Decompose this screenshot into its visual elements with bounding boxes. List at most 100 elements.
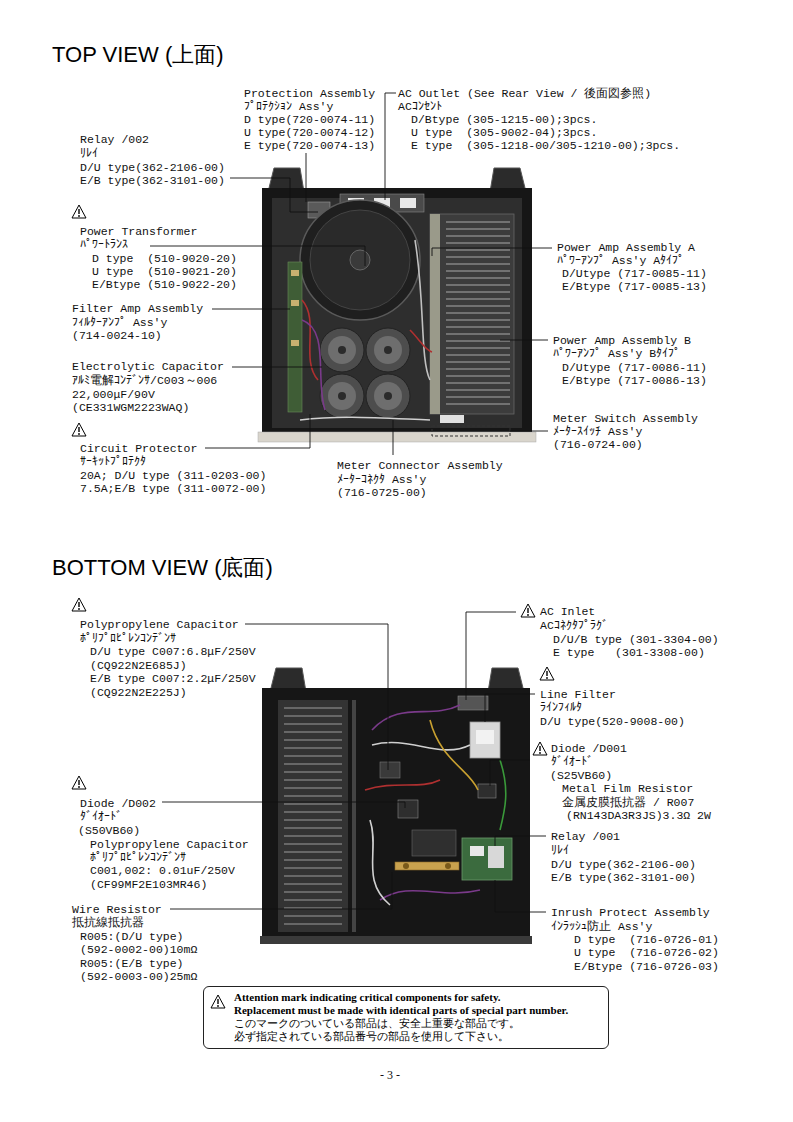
- callout-label: ﾌﾟﾛﾃｸｼｮﾝ Ass'y: [244, 100, 333, 113]
- bottom-view-photo: [412, 830, 456, 856]
- warning-triangle: [72, 776, 86, 789]
- notice-text: このマークのついている部品は、安全上重要な部品です。: [234, 1017, 600, 1030]
- warning-triangle: [533, 742, 547, 755]
- callout-label: Metal Film Resistor: [562, 782, 693, 795]
- bottom-view-photo: [380, 762, 400, 778]
- top-view-photo: [384, 346, 392, 354]
- warning-triangle: [527, 614, 529, 616]
- top-view-photo: [430, 214, 440, 414]
- top-view-photo: [384, 392, 392, 400]
- bottom-view-photo: [284, 859, 342, 860]
- callout-label: Inrush Protect Assembly: [551, 906, 710, 919]
- warning-triangle: [539, 752, 541, 754]
- callout-label: AC Outlet (See Rear View / 後面図参照): [398, 87, 651, 100]
- top-view-photo: [446, 221, 510, 222]
- top-view-photo: [272, 198, 522, 428]
- callout-label: U type (305-9002-04);3pcs.: [411, 126, 597, 139]
- bottom-view-photo: [260, 668, 532, 944]
- warning-triangle: [72, 776, 86, 789]
- top-view-photo: [446, 389, 510, 390]
- top-view-photo: [320, 374, 364, 418]
- warning-triangle: [72, 598, 86, 611]
- bottom-view-photo: [278, 700, 348, 932]
- callout-label: ﾊﾟﾜｰｱﾝﾌﾟ Ass'y Bﾀｲﾌﾟ: [553, 347, 680, 360]
- bottom-view-photo: [284, 915, 342, 916]
- callout-label: Meter Switch Assembly: [553, 412, 698, 425]
- callout-label: D/U type(520-9008-00): [540, 715, 685, 728]
- top-view-photo: [446, 270, 510, 271]
- callout-label: ﾌｨﾙﾀｰｱﾝﾌﾟ Ass'y: [72, 316, 167, 329]
- leader-line: [245, 624, 388, 770]
- top-view-photo: [288, 262, 302, 412]
- callout-label: D/Btype (305-1215-00);3pcs.: [411, 113, 597, 126]
- leader-line: [490, 760, 530, 786]
- warning-triangle: [72, 423, 86, 436]
- warning-triangle: [521, 604, 535, 617]
- leader-line: [306, 153, 307, 202]
- callout-label: ﾘﾚｲ: [80, 147, 98, 160]
- bottom-view-photo: [365, 780, 440, 790]
- top-view-photo: [258, 432, 536, 442]
- bottom-view-photo: [398, 800, 418, 818]
- callout-label: Relay /001: [551, 830, 620, 843]
- callout-label: (592-0002-00)10mΩ: [80, 943, 197, 956]
- callout-label: ﾒｰﾀｰｺﾈｸﾀ Ass'y: [337, 473, 426, 486]
- callout-label: E/Btype (716-0726-03): [574, 960, 719, 973]
- top-view-photo: [446, 298, 510, 299]
- page-number: - 3 -: [380, 1068, 400, 1082]
- top-view-photo: [446, 305, 510, 306]
- callout-label: (716-0725-00): [337, 486, 427, 499]
- warning-triangle: [540, 667, 554, 680]
- top-view-photo: [350, 250, 370, 270]
- bottom-view-photo: [284, 731, 342, 732]
- callout-label: D/Utype (717-0086-11): [562, 361, 707, 374]
- callout-label: (714-0024-10): [72, 329, 162, 342]
- bottom-view-photo: [284, 811, 342, 812]
- warning-triangle: [72, 423, 86, 436]
- top-view-photo: [302, 300, 318, 380]
- top-view-photo: [446, 326, 510, 327]
- leader-line: [162, 802, 405, 808]
- callout-label: ｲﾝﾗｯｼｭ防止 Ass'y: [551, 920, 652, 933]
- top-view-photo: [446, 249, 510, 250]
- top-view-photo: [310, 210, 410, 310]
- callout-label: D type(720-0074-11): [244, 113, 375, 126]
- bottom-view-photo: [284, 747, 342, 748]
- warning-triangle: [217, 1005, 219, 1007]
- bottom-view-photo: [500, 760, 506, 830]
- callout-label: ﾀﾞｲｵｰﾄﾞ: [551, 755, 593, 768]
- top-view-photo: [446, 222, 510, 404]
- bottom-view-photo: [470, 846, 484, 856]
- notice-text: Attention mark indicating critical compo…: [234, 991, 600, 1004]
- warning-triangle: [211, 995, 225, 1008]
- callout-label: D/Utype (717-0085-11): [562, 267, 707, 280]
- callout-label: E/Btype (717-0085-13): [562, 280, 707, 293]
- top-view-photo: [446, 382, 510, 383]
- warning-triangle: [72, 205, 554, 1008]
- top-view-photo: [446, 403, 510, 404]
- top-view-photo: [446, 347, 510, 348]
- callout-label: ACｺﾈｸﾀﾌﾟﾗｸﾞ: [540, 619, 608, 632]
- bottom-view-photo: [395, 862, 459, 870]
- top-view-photo: [446, 340, 510, 341]
- top-view-photo: [446, 256, 510, 257]
- top-view-photo: [374, 382, 402, 410]
- bottom-view-photo: [284, 739, 342, 740]
- callout-label: E/B type C007:2.2μF/250V: [90, 672, 256, 685]
- warning-triangle: [72, 205, 86, 218]
- callout-label: (S50VB60): [78, 824, 140, 837]
- bottom-view-photo: [476, 730, 494, 744]
- top-view-photo: [338, 346, 346, 354]
- bottom-view-photo: [284, 779, 342, 780]
- callout-label: U type(720-0074-12): [244, 126, 375, 139]
- warning-triangle: [72, 205, 86, 218]
- callout-label: Power Transformer: [80, 225, 197, 238]
- callout-label: (S25VB60): [550, 769, 612, 782]
- leader-line: [500, 340, 548, 341]
- leader-line: [385, 93, 396, 200]
- callout-label: ﾎﾟﾘﾌﾟﾛﾋﾟﾚﾝｺﾝﾃﾞﾝｻ: [80, 632, 176, 645]
- leader-line: [230, 178, 318, 212]
- top-view-photo: [374, 336, 402, 364]
- callout-label: U type (510-9021-20): [92, 265, 237, 278]
- top-view-photo: [366, 374, 410, 418]
